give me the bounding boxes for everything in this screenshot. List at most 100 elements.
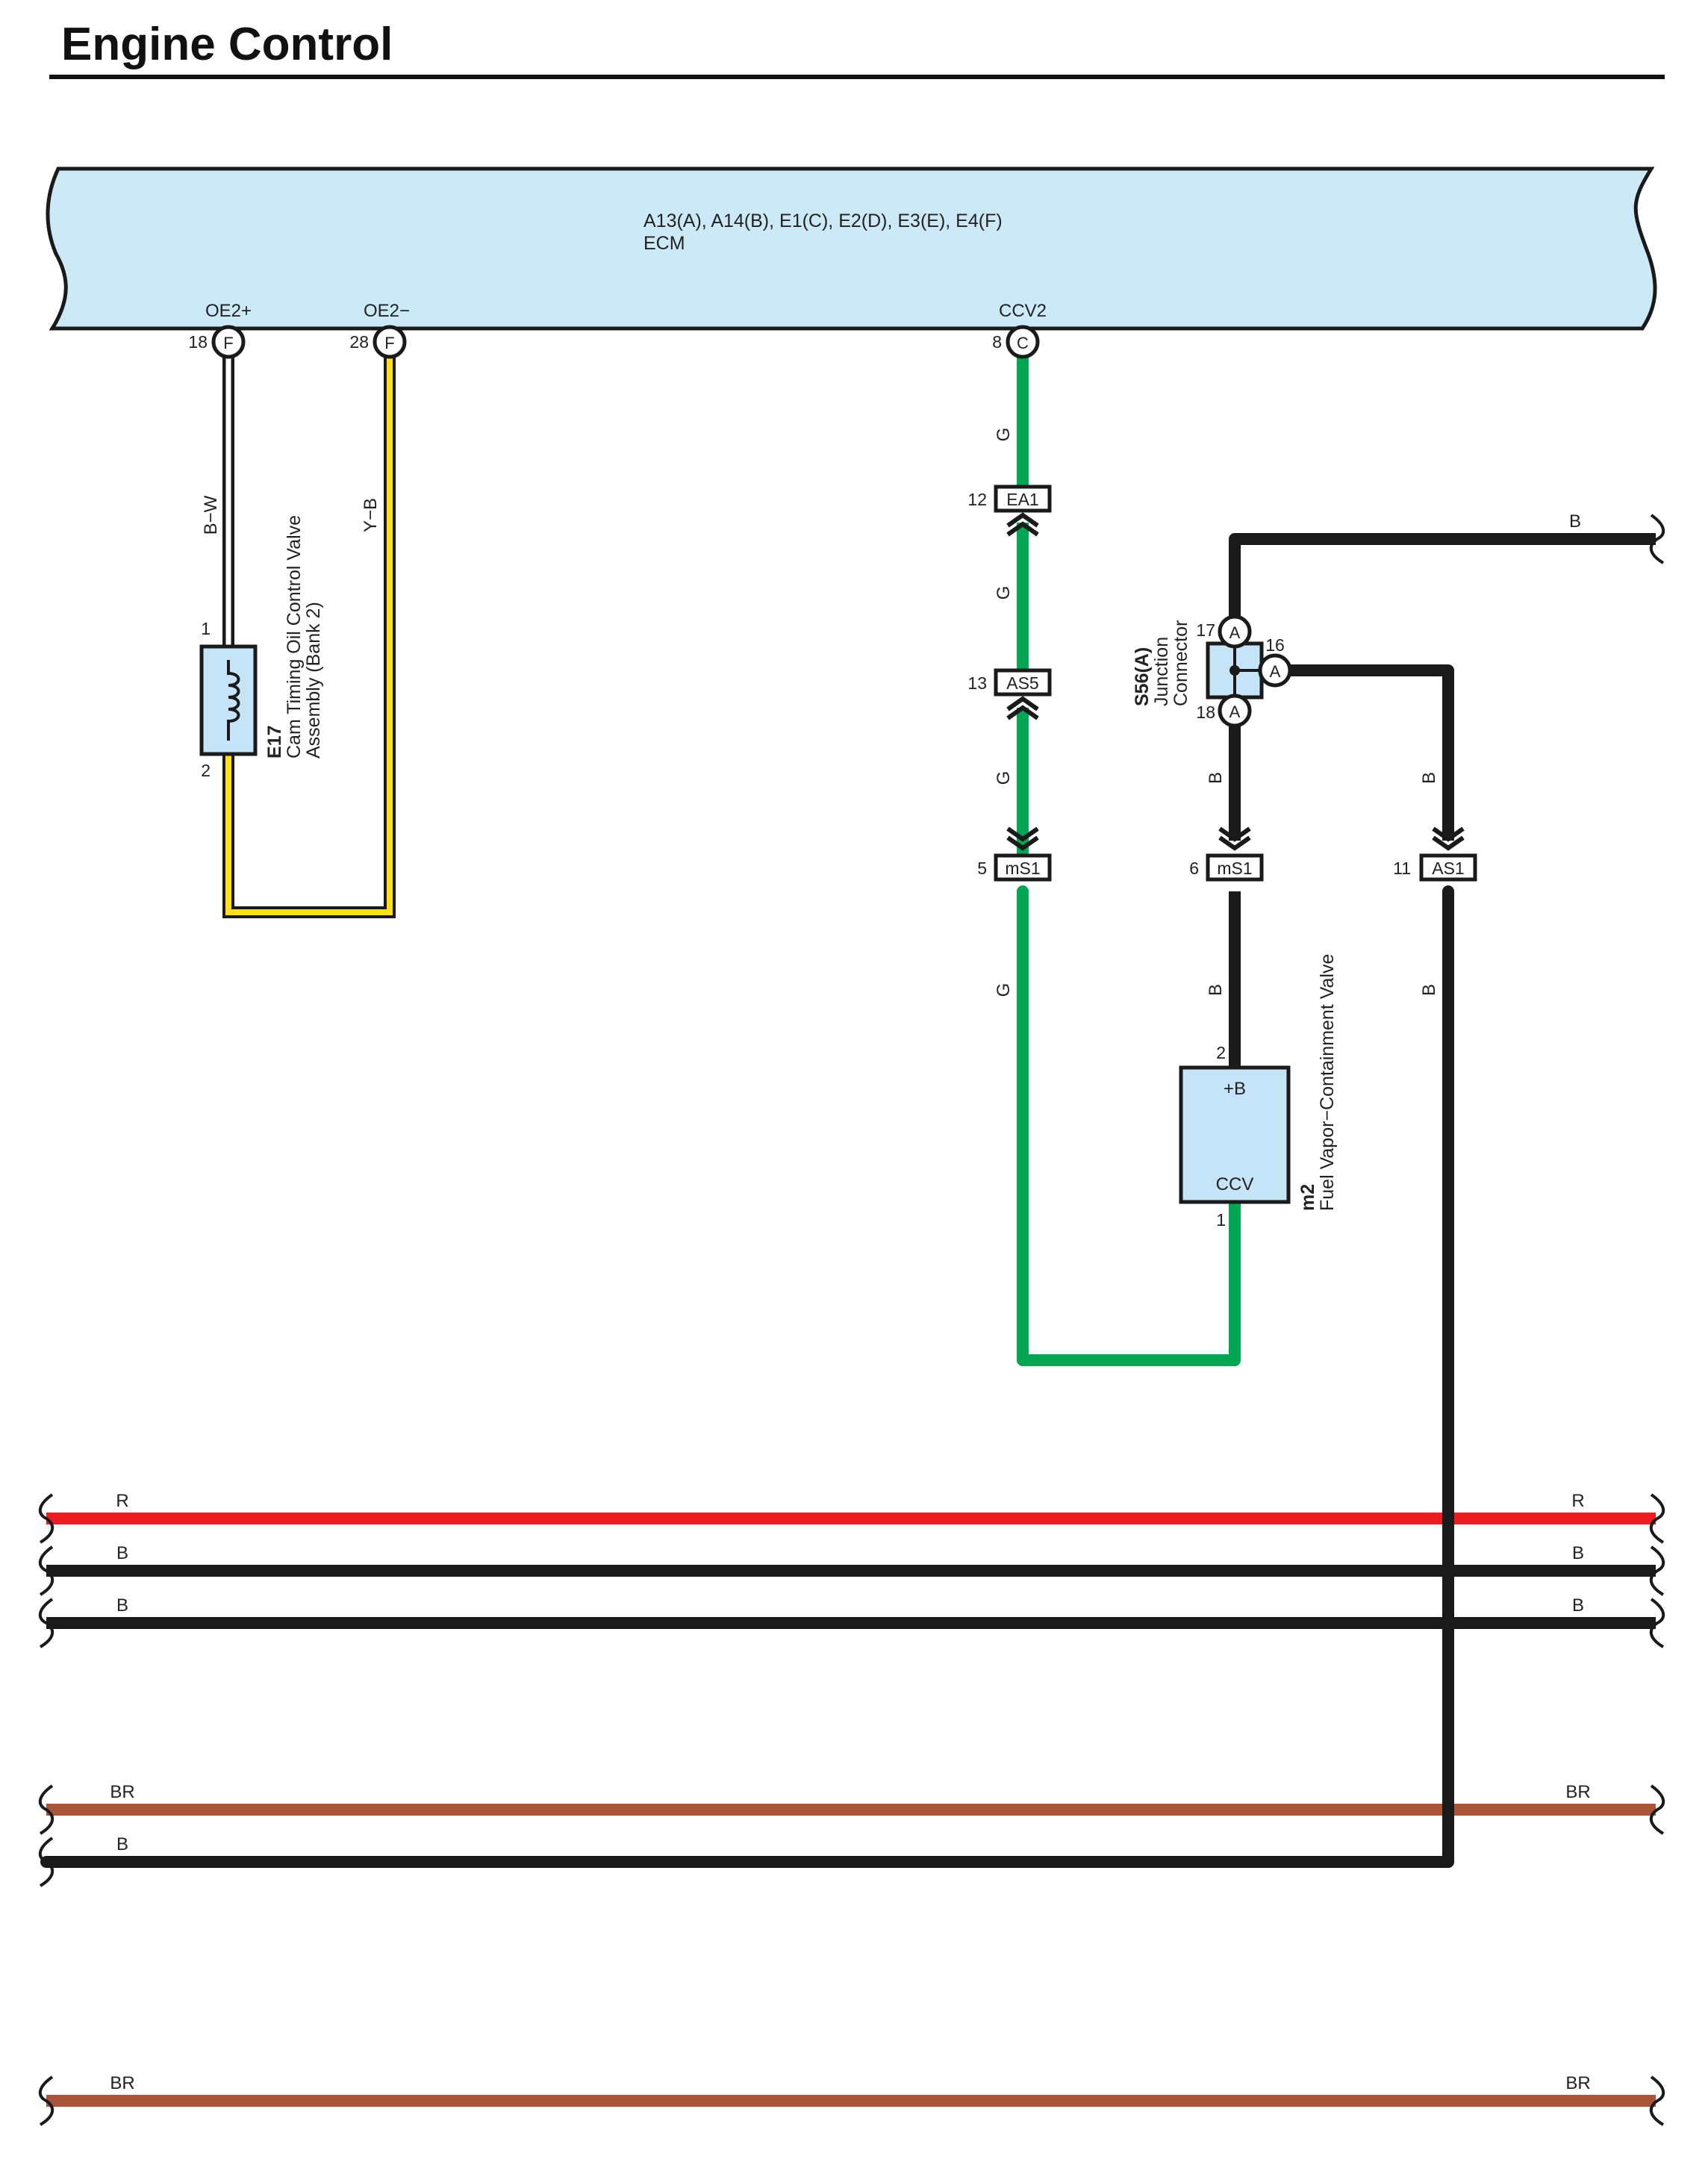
ground-circuits: B B B B B +B CCV 2 1 m2 Fuel Vapor−Conta… <box>1132 511 1656 1230</box>
s56-pin-number: 18 <box>1196 703 1215 722</box>
connector-ms1-6: mS1 6 <box>1189 826 1264 882</box>
connector-name: mS1 <box>1005 859 1040 878</box>
s56-pin-circle <box>1218 694 1252 728</box>
wire-label-g: G <box>994 428 1014 442</box>
break-mark <box>1649 1598 1665 1648</box>
wire-label-b: B <box>1419 984 1439 996</box>
ecm-terminal-pin: 18 <box>188 332 208 352</box>
bus-label-b: B <box>1572 1543 1584 1563</box>
bus-label-b: B <box>116 1834 128 1854</box>
e17-name-line1: Cam Timing Oil Control Valve <box>284 515 305 759</box>
connector-pin: 12 <box>967 490 987 509</box>
break-mark <box>1649 514 1665 564</box>
connector-chevron-icon <box>1432 826 1465 851</box>
inline-connectors: EA1 12 AS5 13 mS1 5 mS1 6 AS1 <box>967 485 1477 882</box>
bus-label-r: R <box>116 1491 128 1511</box>
ecm-box <box>46 166 1657 331</box>
wire-label-bw: B−W <box>201 495 221 535</box>
break-mark <box>38 1493 54 1544</box>
ecm-terminal-oe2m-name: OE2− <box>364 301 410 321</box>
s56-labels: S56(A) Junction Connector <box>1132 620 1191 706</box>
m2-code: m2 <box>1297 1184 1318 1211</box>
wire-label-b: B <box>1569 511 1581 532</box>
connector-pin: 11 <box>1393 859 1411 878</box>
ccv2-circuit: G G G G <box>994 351 1241 1366</box>
s56-name-line2: Connector <box>1171 620 1191 706</box>
wire-label-b: B <box>1206 772 1226 784</box>
break-mark <box>38 1784 54 1835</box>
wire-green-segment <box>1017 885 1241 1366</box>
bus-label-r: R <box>1571 1491 1584 1511</box>
connector-pin: 5 <box>977 859 987 878</box>
connector-as1: AS1 11 <box>1393 826 1477 882</box>
break-mark <box>38 2075 54 2126</box>
connector-as5: AS5 13 <box>967 668 1052 720</box>
e17-pin-bottom: 2 <box>201 761 211 780</box>
ecm-terminal-oe2p-name: OE2+ <box>205 301 252 321</box>
ecm-terminal-connector: F <box>223 334 233 352</box>
connector-box <box>994 485 1052 513</box>
bus-label-br: BR <box>1565 2073 1590 2093</box>
m2-component-box <box>1179 1065 1291 1204</box>
s56-pin-connector: A <box>1229 623 1241 642</box>
connector-box <box>994 853 1052 882</box>
ecm-terminal-circle <box>1006 325 1040 359</box>
s56-pin-number: 17 <box>1196 620 1215 640</box>
ecm-terminals: F F C 18 28 8 <box>188 325 1040 359</box>
e17-pin-top: 1 <box>201 619 211 638</box>
e17-circuit: B−W Y−B 1 2 E17 Cam Timing Oil Control V… <box>199 351 396 918</box>
connector-ms1-5: mS1 5 <box>977 826 1052 882</box>
connector-ea1: EA1 12 <box>967 485 1052 537</box>
wire-label-g: G <box>994 983 1014 997</box>
wire-yb <box>222 351 396 918</box>
break-mark <box>1649 1784 1665 1835</box>
s56-pin-connector: A <box>1270 662 1281 681</box>
wire-b-s56-right <box>1290 664 1454 841</box>
wire-label-b: B <box>1206 984 1226 996</box>
s56-pin-number: 16 <box>1265 635 1285 655</box>
ecm-terminal-pin: 28 <box>349 332 369 352</box>
s56-splice-dot <box>1229 665 1240 676</box>
ecm-terminal-circle <box>373 325 407 359</box>
ecm-name-label: ECM <box>643 233 685 254</box>
connector-name: AS1 <box>1432 859 1464 878</box>
wire-label-g: G <box>994 771 1014 785</box>
break-mark <box>38 1837 54 1887</box>
connector-name: mS1 <box>1217 859 1252 878</box>
wire-label-g: G <box>994 586 1014 600</box>
connector-box <box>1206 853 1264 882</box>
connector-box <box>1419 853 1477 882</box>
break-mark <box>1649 2075 1665 2126</box>
break-mark <box>38 1545 54 1596</box>
connector-chevron-icon <box>1218 826 1251 851</box>
s56-pin-circle <box>1258 653 1292 688</box>
ecm-connectors-label: A13(A), A14(B), E1(C), E2(D), E3(E), E4(… <box>643 211 1003 231</box>
page-title: Engine Control <box>61 19 393 70</box>
wire-label-yb: Y−B <box>361 498 381 532</box>
break-mark <box>38 1598 54 1648</box>
e17-labels: E17 Cam Timing Oil Control Valve Assembl… <box>264 515 324 759</box>
connector-pin: 6 <box>1189 859 1199 878</box>
e17-code: E17 <box>264 726 285 759</box>
bus-label-br: BR <box>110 2073 134 2093</box>
m2-pin-top: 2 <box>1216 1043 1226 1062</box>
bottom-buses: R R B B B B BR BR B BR BR <box>38 514 1665 2126</box>
connector-chevron-icon <box>1006 696 1039 720</box>
bus-label-b: B <box>116 1543 128 1563</box>
bus-label-br: BR <box>1565 1782 1590 1802</box>
ecm-terminal-connector: F <box>384 334 394 352</box>
connector-box <box>994 668 1052 697</box>
s56-pin-circle <box>1218 614 1252 649</box>
s56-pin-connector: A <box>1229 703 1241 721</box>
title-rule <box>49 75 1665 79</box>
ecm-block: A13(A), A14(B), E1(C), E2(D), E3(E), E4(… <box>46 166 1657 331</box>
m2-name: Fuel Vapor−Containment Valve <box>1317 954 1338 1211</box>
m2-terminal-bottom: CCV <box>1216 1174 1254 1194</box>
m2-labels: m2 Fuel Vapor−Containment Valve <box>1297 954 1338 1211</box>
wire-label-b: B <box>1419 772 1439 784</box>
connector-chevron-icon <box>1006 826 1039 851</box>
connector-chevron-icon <box>1006 512 1039 537</box>
connector-name: EA1 <box>1006 490 1038 509</box>
connector-pin: 13 <box>967 673 987 693</box>
